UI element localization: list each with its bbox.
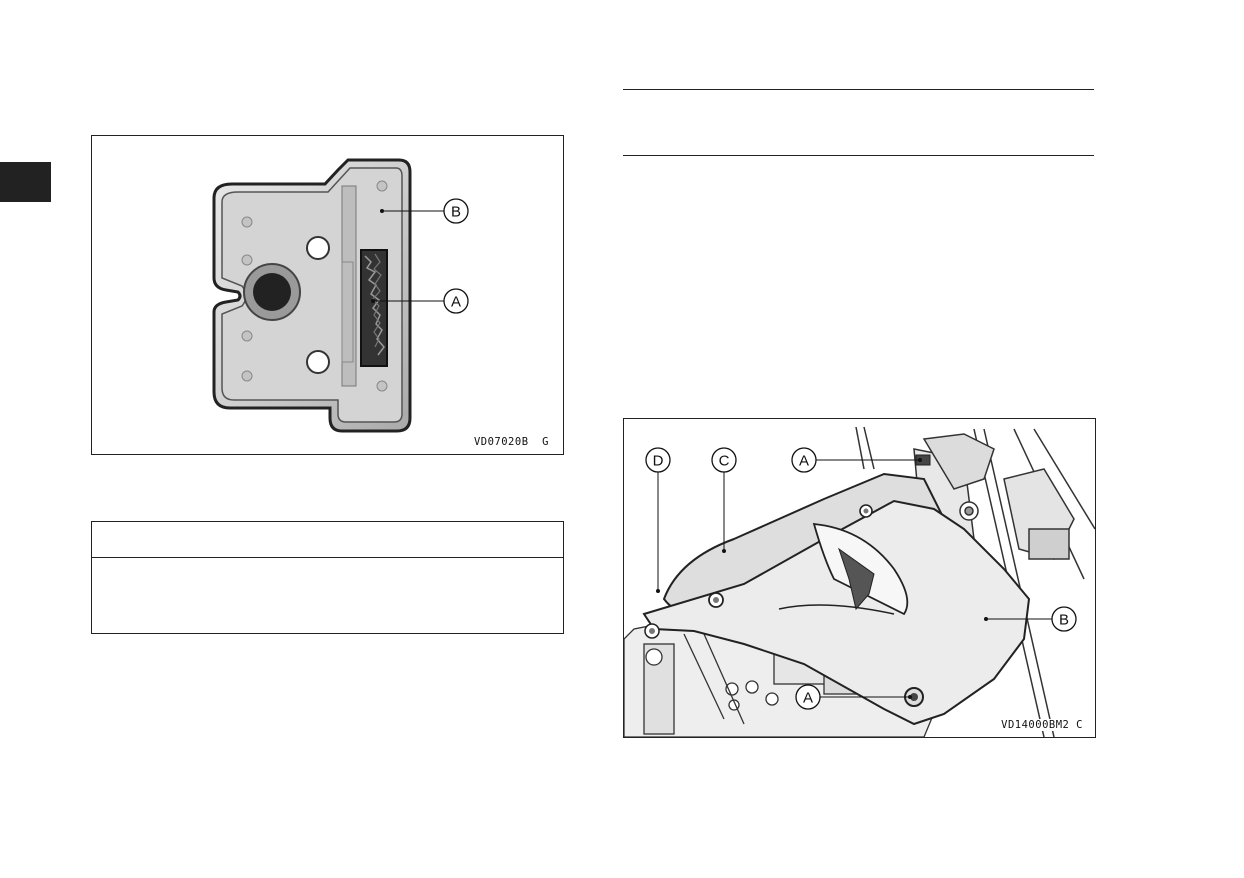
note-table	[91, 521, 564, 634]
header-rule-top	[623, 89, 1094, 90]
svg-text:A: A	[451, 294, 461, 311]
cover-illustration: B A	[212, 158, 469, 433]
callout-a: A	[443, 288, 469, 314]
figure-code: VD14000BM2 C	[997, 719, 1083, 731]
callout-d: D	[645, 447, 671, 473]
callout-a-top: A	[791, 447, 817, 473]
svg-text:D: D	[653, 453, 664, 470]
svg-text:A: A	[803, 690, 813, 707]
callout-b: B	[443, 198, 469, 224]
chapter-tab	[0, 162, 51, 202]
svg-text:A: A	[799, 453, 809, 470]
svg-text:B: B	[451, 204, 461, 221]
note-table-divider	[92, 557, 563, 558]
svg-text:B: B	[1059, 612, 1069, 629]
callout-c: C	[711, 447, 737, 473]
callout-a-bottom: A	[795, 684, 821, 710]
svg-text:C: C	[719, 453, 730, 470]
figure-cover-part: B A VD07020B G	[91, 135, 564, 455]
figure-code: VD07020B G	[473, 436, 549, 448]
header-rule-bottom	[623, 155, 1094, 156]
callout-b: B	[1051, 606, 1077, 632]
figure-side-cover: D C A B A VD14000BM2 C	[623, 418, 1096, 738]
side-cover-illustration: D C A B A	[624, 426, 1095, 737]
